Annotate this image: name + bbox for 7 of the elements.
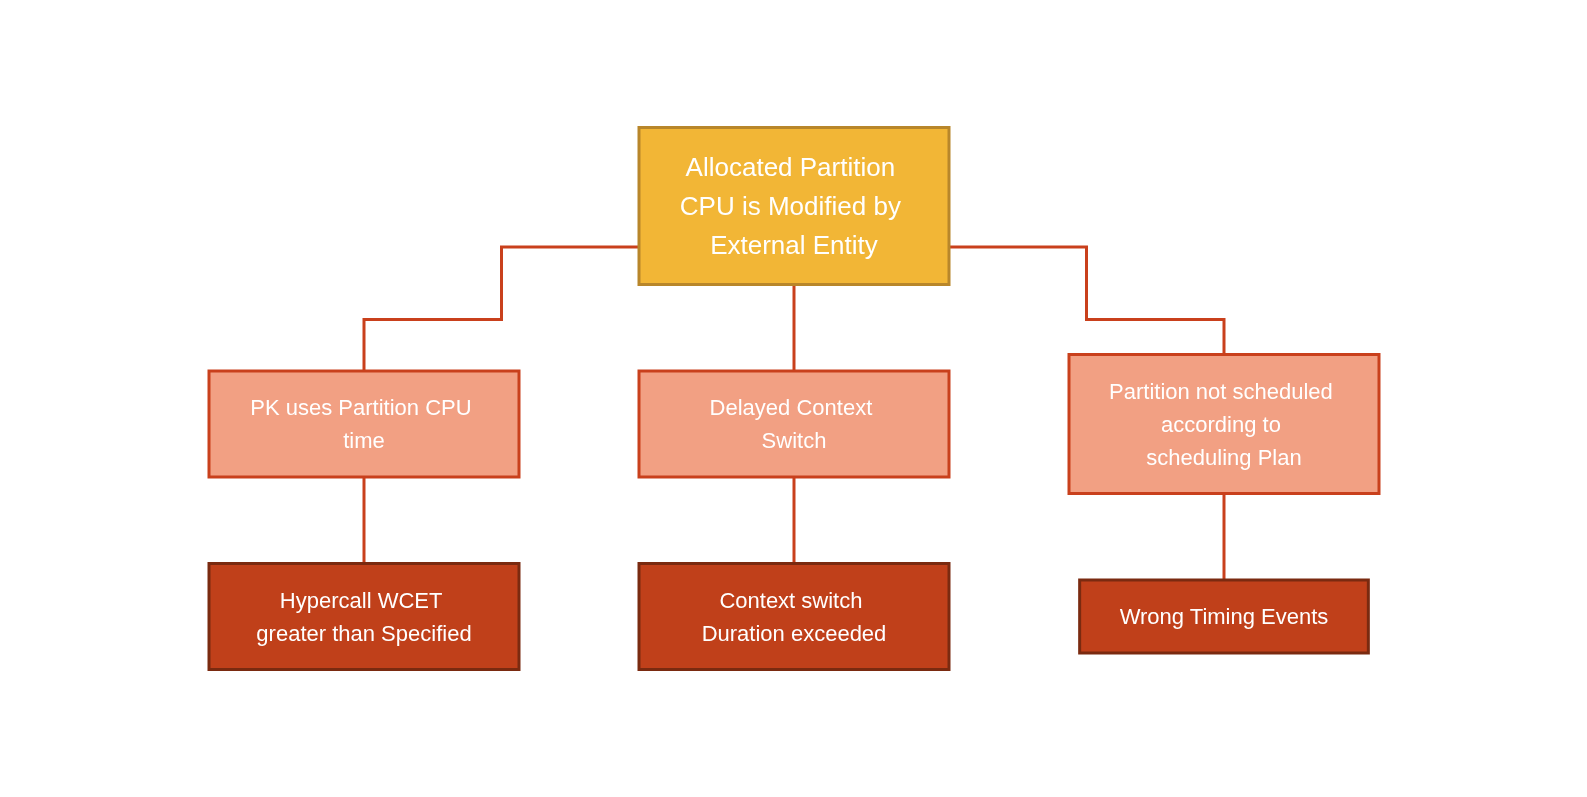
node-box: Allocated Partition CPU is Modified by External Entity	[637, 126, 950, 286]
node-box: Context switch Duration exceeded	[637, 562, 950, 671]
node-box: Wrong Timing Events	[1077, 578, 1370, 655]
node-box: PK uses Partition CPU time	[207, 369, 520, 479]
node-box: Partition not scheduled according to scheduling Plan	[1067, 353, 1380, 495]
node-box: Delayed Context Switch	[637, 369, 950, 479]
node-box: Hypercall WCET greater than Specified	[207, 562, 520, 671]
